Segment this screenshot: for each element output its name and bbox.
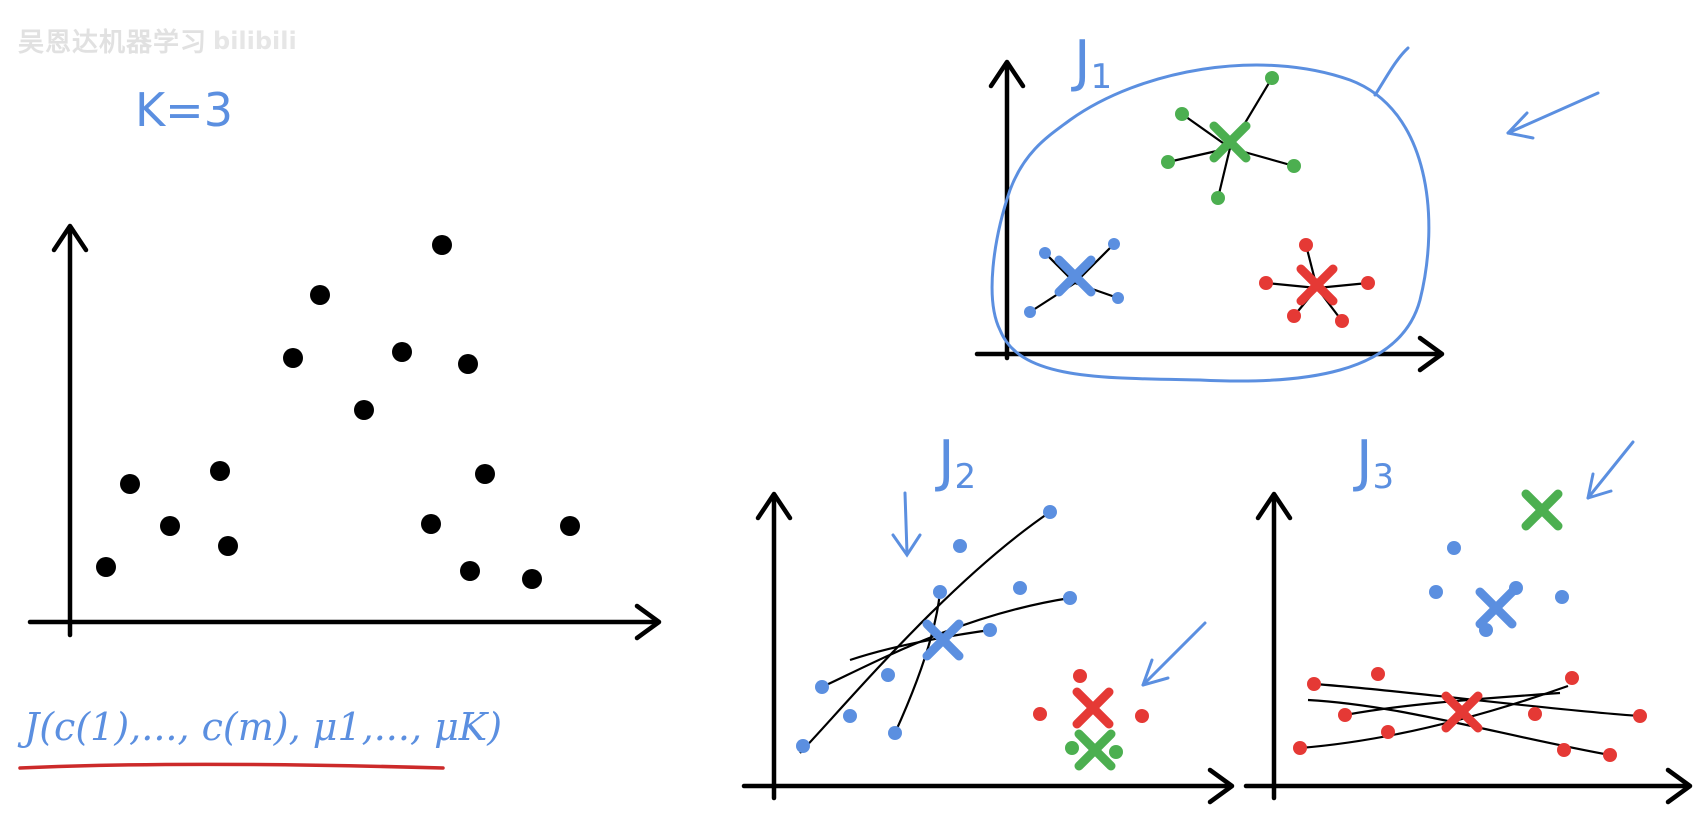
red-point <box>1557 743 1571 757</box>
j2-green-points <box>1065 741 1123 759</box>
panel-j3-axes <box>1243 491 1693 805</box>
blue-centroid-icon <box>1059 260 1091 292</box>
bilibili-logo: bilibili <box>213 26 297 55</box>
blue-point <box>933 585 947 599</box>
red-point <box>1633 709 1647 723</box>
data-point <box>210 461 230 481</box>
panel-j3: J3 <box>1243 429 1693 805</box>
red-point <box>1259 276 1273 290</box>
red-point <box>1603 748 1617 762</box>
data-point <box>160 516 180 536</box>
red-cluster <box>1259 238 1375 328</box>
j3-red-points <box>1293 667 1647 762</box>
blue-point <box>796 739 810 753</box>
blue-point <box>1039 247 1051 259</box>
green-centroid-icon <box>1526 494 1558 526</box>
data-point <box>310 285 330 305</box>
cost-function-label: J(c(1),..., c(m), μ1,..., μK) <box>17 705 502 749</box>
blue-point <box>1063 591 1077 605</box>
check-mark <box>1373 46 1410 97</box>
data-point <box>522 569 542 589</box>
red-point <box>1338 708 1352 722</box>
red-centroid-icon <box>1301 269 1333 301</box>
red-point <box>1371 667 1385 681</box>
blue-point <box>1024 306 1036 318</box>
data-point <box>218 536 238 556</box>
unlabeled-data-points <box>96 235 580 589</box>
blue-point <box>1447 541 1461 555</box>
blue-point <box>953 539 967 553</box>
red-point <box>1335 314 1349 328</box>
blue-point <box>1043 505 1057 519</box>
green-centroid-icon <box>1214 126 1246 158</box>
arrow-icon <box>1506 91 1600 140</box>
green-cluster <box>1161 71 1301 205</box>
red-point <box>1361 276 1375 290</box>
blue-point <box>1013 581 1027 595</box>
data-point <box>432 235 452 255</box>
green-point <box>1109 745 1123 759</box>
red-centroid-icon <box>1077 692 1109 724</box>
cost-function-underline <box>18 762 445 770</box>
data-point <box>96 557 116 577</box>
arrow-icon <box>1586 440 1635 500</box>
j2-assignment-lines <box>799 511 1071 754</box>
blue-point <box>983 623 997 637</box>
blue-point <box>1555 590 1569 604</box>
blue-point <box>815 680 829 694</box>
j2-red-points <box>1033 669 1149 723</box>
panel-j1-label: J1 <box>1071 29 1112 97</box>
red-point <box>1528 707 1542 721</box>
green-point <box>1175 107 1189 121</box>
green-point <box>1265 71 1279 85</box>
panel-j2: J2 <box>741 429 1235 805</box>
green-point <box>1211 191 1225 205</box>
data-point <box>458 354 478 374</box>
panel-j1: J1 <box>974 29 1600 383</box>
red-point <box>1135 709 1149 723</box>
blue-point <box>888 726 902 740</box>
blue-point <box>881 668 895 682</box>
red-point <box>1287 309 1301 323</box>
best-solution-outline <box>990 63 1431 383</box>
red-point <box>1381 725 1395 739</box>
data-point <box>354 400 374 420</box>
green-point <box>1287 159 1301 173</box>
red-point <box>1293 741 1307 755</box>
red-point <box>1299 238 1313 252</box>
watermark: 吴恩达机器学习 bilibili <box>18 22 297 59</box>
red-point <box>1565 671 1579 685</box>
blue-point <box>1429 585 1443 599</box>
red-point <box>1073 669 1087 683</box>
red-point <box>1307 677 1321 691</box>
panel-j3-label: J3 <box>1353 429 1394 497</box>
data-point <box>421 514 441 534</box>
panel-j2-label: J2 <box>935 429 976 497</box>
blue-cluster <box>1024 238 1124 318</box>
data-point <box>120 474 140 494</box>
data-point <box>460 561 480 581</box>
blue-point <box>843 709 857 723</box>
k-label: K=3 <box>135 83 233 137</box>
data-point <box>392 342 412 362</box>
main-axes <box>27 223 662 641</box>
watermark-text: 吴恩达机器学习 <box>18 28 208 58</box>
green-point <box>1161 155 1175 169</box>
down-arrow-icon <box>891 491 922 558</box>
j3-blue-points <box>1429 541 1569 637</box>
j2-blue-points <box>796 505 1077 753</box>
arrow-icon <box>1141 621 1207 687</box>
blue-point <box>1108 238 1120 250</box>
data-point <box>560 516 580 536</box>
panel-j1-axes <box>974 59 1445 373</box>
green-centroid-icon <box>1079 734 1111 766</box>
data-point <box>283 348 303 368</box>
data-point <box>475 464 495 484</box>
panel-j2-axes <box>741 491 1235 805</box>
green-point <box>1065 741 1079 755</box>
red-point <box>1033 707 1047 721</box>
blue-point <box>1112 292 1124 304</box>
blue-centroid-icon <box>1480 592 1512 624</box>
